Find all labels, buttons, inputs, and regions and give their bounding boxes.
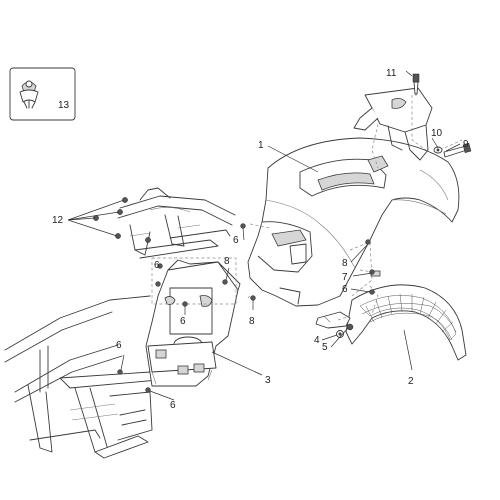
callout-3: 3 <box>265 375 271 386</box>
license-plate-holder-part-3 <box>145 259 241 387</box>
upper-mounting-bracket <box>353 87 433 161</box>
callout-4: 4 <box>314 335 320 346</box>
callout-6-upper: 6 <box>233 235 239 246</box>
washer-part-10 <box>433 146 443 154</box>
callout-10: 10 <box>431 128 443 139</box>
callout-labels: 13 11 10 9 1 12 6 6 8 6 8 8 7 6 4 5 6 6 … <box>52 68 469 411</box>
inner-mudguard-part-2 <box>315 284 467 361</box>
callout-8-center: 8 <box>249 316 255 327</box>
callout-7: 7 <box>342 272 348 283</box>
callout-6-bottom: 6 <box>170 400 176 411</box>
callout-6-right: 6 <box>342 284 348 295</box>
callout-6-left: 6 <box>154 260 160 271</box>
callout-13: 13 <box>58 100 70 111</box>
screw-part-11 <box>412 73 420 95</box>
bolt-part-9 <box>443 143 472 158</box>
upper-frame-bracket <box>117 187 236 259</box>
inset-box-part-13 <box>9 67 76 121</box>
callout-1: 1 <box>258 140 264 151</box>
nuts-part-6 <box>117 223 375 393</box>
callout-2: 2 <box>408 376 414 387</box>
assembly-guide-lines-lower <box>151 223 379 321</box>
leader-lines <box>67 70 461 401</box>
nut-part-4 <box>336 330 344 338</box>
callout-6-lower-left: 6 <box>116 340 122 351</box>
callout-8-left: 8 <box>224 256 230 267</box>
callout-11: 11 <box>386 68 397 79</box>
nut-part-5 <box>346 323 354 331</box>
clip-fastener-icon <box>19 80 39 109</box>
callout-12: 12 <box>52 215 64 226</box>
callout-5: 5 <box>322 342 328 353</box>
hardware <box>93 73 472 393</box>
rear-mudguard-part-1 <box>247 137 460 307</box>
callout-6-center: 6 <box>180 316 186 327</box>
rear-frame <box>4 295 159 459</box>
callout-8-right: 8 <box>342 258 348 269</box>
mesh-pattern <box>361 293 457 341</box>
screws-part-12 <box>93 197 151 243</box>
callout-9: 9 <box>463 139 469 150</box>
